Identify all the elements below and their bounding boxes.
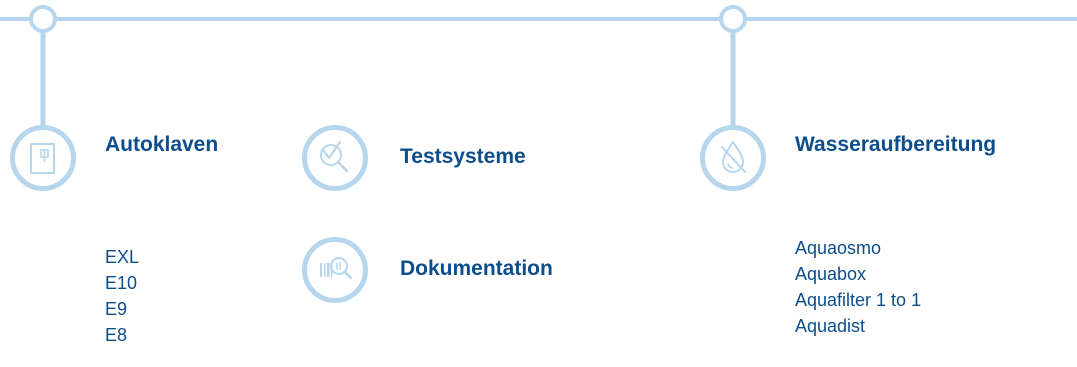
category-title-testsysteme[interactable]: Testsysteme — [400, 145, 526, 168]
test-magnifier-icon[interactable] — [302, 125, 368, 191]
category-title-autoklaven[interactable]: Autoklaven — [105, 133, 219, 156]
barcode-search-icon[interactable] — [302, 237, 368, 303]
list-item: E10 — [105, 270, 139, 296]
autoklaven-list: EXL E10 E9 E8 — [105, 244, 139, 348]
autoclave-icon[interactable] — [10, 125, 76, 191]
category-title-wasseraufbereitung[interactable]: Wasseraufbereitung — [795, 133, 997, 156]
link-exl[interactable]: EXL — [105, 247, 140, 267]
link-aquaosmo[interactable]: Aquaosmo — [795, 238, 882, 258]
list-item: Aquafilter 1 to 1 — [795, 287, 921, 313]
list-item: Aquabox — [795, 261, 921, 287]
link-e9[interactable]: E9 — [105, 299, 128, 319]
link-e8[interactable]: E8 — [105, 325, 128, 345]
list-item: Aquaosmo — [795, 235, 921, 261]
timeline-node-left — [29, 5, 57, 33]
link-aquadist[interactable]: Aquadist — [795, 316, 866, 336]
list-item: E9 — [105, 296, 139, 322]
category-title-dokumentation[interactable]: Dokumentation — [400, 257, 553, 280]
timeline-node-right — [719, 5, 747, 33]
list-item: Aquadist — [795, 313, 921, 339]
link-e10[interactable]: E10 — [105, 273, 138, 293]
link-aquafilter[interactable]: Aquafilter 1 to 1 — [795, 290, 922, 310]
water-drop-icon[interactable] — [700, 125, 766, 191]
list-item: E8 — [105, 322, 139, 348]
wasseraufbereitung-list: Aquaosmo Aquabox Aquafilter 1 to 1 Aquad… — [795, 235, 921, 339]
link-aquabox[interactable]: Aquabox — [795, 264, 867, 284]
list-item: EXL — [105, 244, 139, 270]
